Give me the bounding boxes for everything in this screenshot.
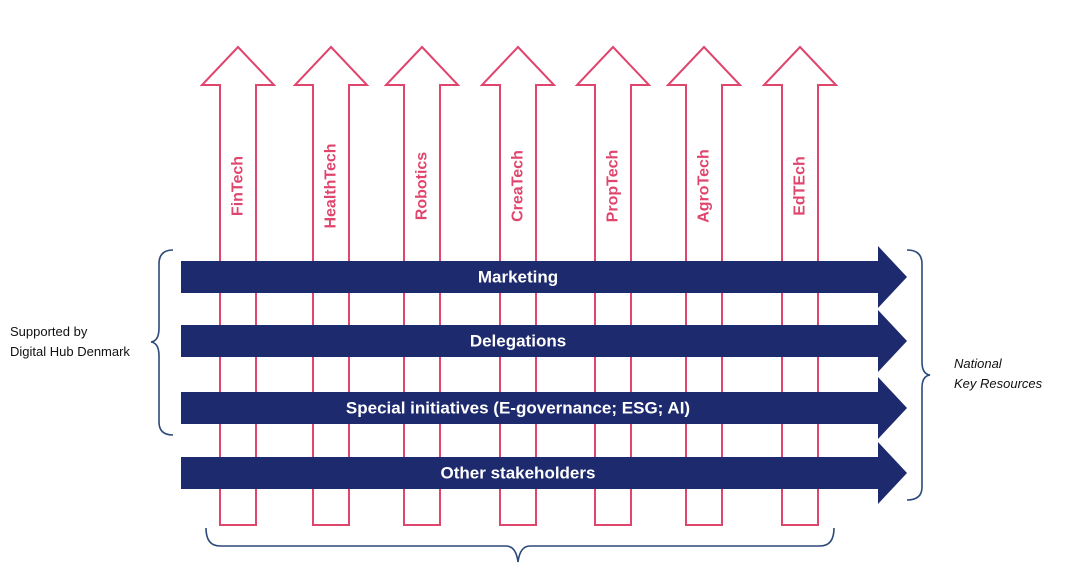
brackets-group	[150, 249, 931, 563]
supported-by-line1: Supported by	[10, 324, 88, 339]
activity-arrow-marketing: Marketing	[181, 246, 907, 308]
bottom-brace	[205, 527, 835, 563]
activity-arrow-shape	[181, 377, 907, 439]
activity-arrow-other-stakeholders: Other stakeholders	[181, 442, 907, 504]
right-brace	[906, 249, 931, 501]
sector-label: EdTEch	[792, 156, 809, 216]
activity-label: Other stakeholders	[441, 464, 596, 483]
sector-label: AgroTech	[696, 149, 713, 222]
left-brace	[150, 249, 174, 436]
activity-label: Special initiatives (E-governance; ESG; …	[346, 399, 690, 418]
activity-label: Marketing	[478, 268, 558, 287]
activity-arrow-shape	[181, 246, 907, 308]
national-key-resources-label: National Key Resources	[954, 354, 1064, 394]
sector-label: CreaTech	[510, 150, 527, 222]
activity-label: Delegations	[470, 332, 566, 351]
sector-label: FinTech	[230, 156, 247, 216]
sector-label: Robotics	[414, 152, 431, 221]
activity-arrow-delegations: Delegations	[181, 310, 907, 372]
activity-arrow-special-initiatives: Special initiatives (E-governance; ESG; …	[181, 377, 907, 439]
activity-arrow-shape	[181, 442, 907, 504]
supported-by-line2: Digital Hub Denmark	[10, 344, 130, 359]
national-key-resources-line2: Key Resources	[954, 376, 1043, 391]
supported-by-label: Supported by Digital Hub Denmark	[10, 322, 160, 362]
activity-arrow-shape	[181, 310, 907, 372]
sector-label: HealthTech	[323, 143, 340, 228]
national-key-resources-line1: National	[954, 356, 1002, 371]
sector-label: PropTech	[605, 150, 622, 223]
